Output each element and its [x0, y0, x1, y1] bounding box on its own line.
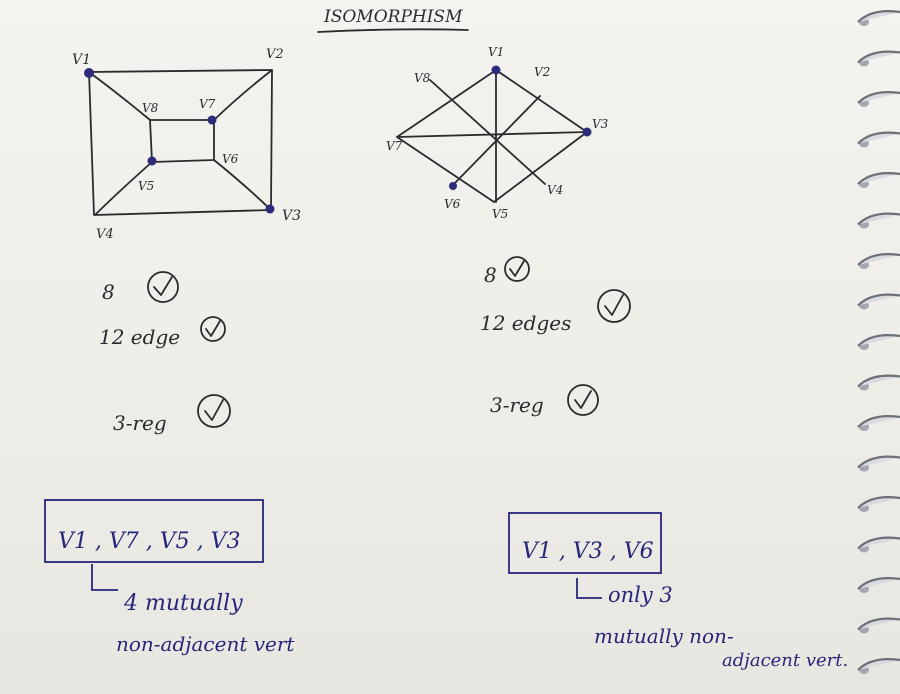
title-underline: [317, 28, 469, 33]
diamond-outline: [396, 69, 588, 203]
vertex-dot-v1: [491, 65, 501, 75]
left-graph: V1 V2 V3 V4 V5 V6 V7 V8: [72, 47, 301, 242]
vertex-label: V5: [492, 207, 508, 221]
vertex-dot-v7: [207, 115, 217, 125]
left-arrow-bracket: [91, 564, 118, 591]
right-graph: V1 V2 V3 V4 V5 V6 V7 V8: [386, 45, 609, 221]
vertex-dot-v3: [582, 127, 592, 137]
check-circle-icon: [200, 316, 226, 342]
inner-rectangle: [149, 119, 215, 163]
binding-ring: [857, 455, 900, 469]
left-vertex-count: 8: [102, 280, 115, 304]
check-circle-icon: [504, 256, 530, 282]
binding-ring: [857, 293, 900, 307]
vertex-dot-v1: [84, 68, 94, 78]
check-circle-icon: [147, 271, 179, 303]
right-edge-count: 12 edges: [480, 311, 571, 335]
vertex-label: V8: [414, 71, 431, 85]
edge-v2-v7: [213, 69, 273, 121]
edge-v5-v4: [95, 161, 153, 215]
vertex-label: V7: [199, 97, 216, 111]
edge-v2-v6: [451, 95, 541, 187]
vertex-dot-v3: [265, 204, 275, 214]
vertex-label: V1: [488, 45, 504, 59]
left-edge-count: 12 edge: [99, 325, 180, 349]
right-regularity: 3-reg: [490, 393, 544, 417]
vertex-label: V3: [592, 117, 609, 131]
binding-ring: [857, 658, 900, 671]
binding-ring: [857, 536, 900, 550]
left-note-line2: non-adjacent vert: [116, 632, 295, 656]
binding-ring: [857, 212, 900, 226]
binding-ring: [857, 131, 900, 145]
binding-ring: [857, 496, 900, 509]
binding-ring: [857, 415, 900, 428]
vertex-label: V1: [72, 52, 91, 68]
right-note-line1: only 3: [608, 583, 673, 607]
binding-ring: [857, 10, 900, 23]
page-title: ISOMORPHISM: [323, 7, 463, 27]
check-circle-icon: [567, 384, 599, 416]
vertex-label: V4: [96, 227, 114, 242]
left-regularity: 3-reg: [113, 411, 167, 435]
right-arrow-bracket: [576, 578, 602, 599]
spiral-binding: [857, 10, 900, 674]
right-note-line3: adjacent vert.: [722, 650, 848, 671]
binding-ring: [857, 334, 900, 347]
right-set-box: [508, 512, 662, 574]
edge-v6-v3: [213, 159, 272, 211]
vertex-label: V5: [138, 179, 154, 193]
binding-ring: [857, 374, 900, 388]
edge-v1-v8: [88, 71, 151, 121]
check-circle-icon: [197, 394, 231, 428]
right-set-text: V1 , V3 , V6: [522, 539, 654, 564]
right-note-line2: mutually non-: [594, 624, 734, 648]
vertex-label: V2: [534, 65, 550, 79]
vertex-label: V4: [547, 183, 563, 197]
check-circle-icon: [597, 289, 631, 323]
binding-ring: [857, 617, 900, 631]
binding-ring: [857, 577, 900, 590]
vertex-label: V7: [386, 139, 403, 153]
edge-v8-v4: [429, 79, 546, 185]
edge-v7-v3: [396, 131, 588, 138]
left-set-text: V1 , V7 , V5 , V3: [58, 529, 240, 554]
right-vertex-count: 8: [484, 263, 497, 287]
vertex-label: V8: [142, 101, 159, 115]
binding-ring: [857, 253, 900, 266]
binding-ring: [857, 172, 900, 185]
binding-ring: [857, 50, 900, 64]
vertex-dot-v5: [147, 156, 157, 166]
left-note-line1: 4 mutually: [123, 591, 243, 616]
vertex-label: V6: [222, 152, 239, 166]
vertex-label: V6: [444, 197, 461, 211]
vertex-label: V2: [266, 47, 284, 62]
binding-ring: [857, 91, 900, 104]
vertex-dot-v6: [449, 182, 457, 190]
left-set-box: [44, 499, 264, 563]
vertex-label: V3: [282, 208, 301, 224]
